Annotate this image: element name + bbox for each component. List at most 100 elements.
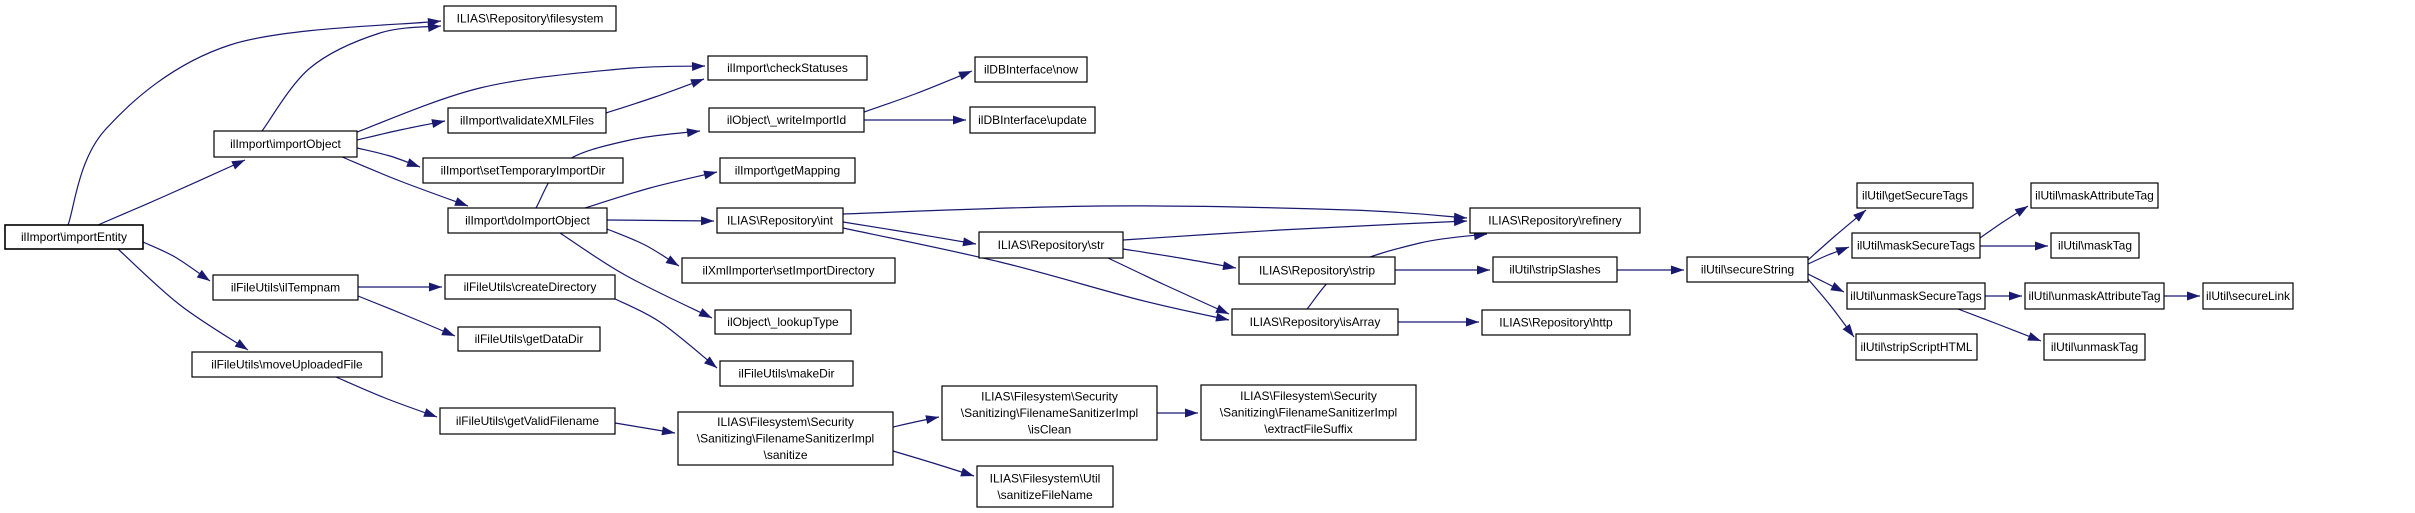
node-get-data-dir[interactable]: ilFileUtils\getDataDir — [457, 326, 601, 352]
node-write-import-id[interactable]: ilObject\_writeImportId — [708, 107, 865, 133]
node-validate-xml-files[interactable]: ilImport\validateXMLFiles — [447, 107, 607, 134]
arrowhead-icon — [406, 158, 420, 167]
arrowhead-icon — [691, 61, 705, 71]
node-box-filename-sanitizer-is-clean[interactable] — [941, 385, 1158, 441]
node-box-get-valid-filename[interactable] — [439, 407, 616, 435]
node-box-filename-sanitizer-sanitize[interactable] — [677, 411, 894, 466]
node-label-line: ilDBInterface\now — [984, 63, 1078, 77]
node-move-uploaded-file[interactable]: ilFileUtils\moveUploadedFile — [191, 351, 383, 378]
node-repository-refinery[interactable]: ILIAS\Repository\refinery — [1469, 207, 1641, 234]
edge-get-valid-filename-filename-sanitizer-sanitize — [614, 422, 676, 436]
node-repository-http[interactable]: ILIAS\Repository\http — [1481, 309, 1631, 336]
node-filename-sanitizer-sanitize[interactable]: ILIAS\Filesystem\Security\Sanitizing\Fil… — [677, 411, 894, 466]
node-db-update[interactable]: ilDBInterface\update — [969, 106, 1096, 134]
node-box-repository-is-array[interactable] — [1231, 308, 1399, 336]
node-box-validate-xml-files[interactable] — [447, 107, 607, 134]
node-label-line: ilImport\checkStatuses — [727, 61, 848, 75]
node-label-line: ILIAS\Repository\isArray — [1250, 315, 1381, 329]
arrowhead-icon — [953, 115, 966, 125]
node-box-unmask-attribute-tag[interactable] — [2024, 282, 2165, 310]
node-get-secure-tags[interactable]: ilUtil\getSecureTags — [1856, 182, 1974, 209]
node-box-do-import-object[interactable] — [447, 207, 608, 234]
node-mask-secure-tags[interactable]: ilUtil\maskSecureTags — [1851, 232, 1981, 259]
node-extract-file-suffix[interactable]: ILIAS\Filesystem\Security\Sanitizing\Fil… — [1200, 384, 1417, 441]
node-box-get-mapping[interactable] — [719, 157, 856, 184]
node-box-repository-str[interactable] — [978, 231, 1124, 259]
arrowhead-icon — [1830, 282, 1844, 292]
node-repository-filesystem[interactable]: ILIAS\Repository\filesystem — [443, 5, 617, 32]
node-mask-attribute-tag[interactable]: ilUtil\maskAttributeTag — [2030, 182, 2159, 209]
node-box-secure-string[interactable] — [1686, 256, 1809, 283]
node-label-do-import-object: ilImport\doImportObject — [465, 214, 590, 228]
node-box-move-uploaded-file[interactable] — [191, 351, 383, 378]
node-box-write-import-id[interactable] — [708, 107, 865, 133]
node-create-directory[interactable]: ilFileUtils\createDirectory — [444, 274, 616, 300]
node-box-set-temporary-import-dir[interactable] — [422, 157, 624, 184]
node-box-strip-slashes[interactable] — [1492, 256, 1618, 283]
node-box-get-secure-tags[interactable] — [1856, 182, 1974, 209]
node-filename-sanitizer-is-clean[interactable]: ILIAS\Filesystem\Security\Sanitizing\Fil… — [941, 385, 1158, 441]
node-box-unmask-secure-tags[interactable] — [1846, 282, 1986, 310]
node-box-import-object[interactable] — [213, 130, 358, 158]
node-box-import-entity[interactable] — [4, 224, 144, 250]
node-box-check-statuses[interactable] — [707, 55, 868, 81]
node-box-unmask-tag[interactable] — [2043, 333, 2146, 361]
node-repository-int[interactable]: ILIAS\Repository\int — [716, 207, 844, 234]
node-get-valid-filename[interactable]: ilFileUtils\getValidFilename — [439, 407, 616, 435]
node-set-import-directory[interactable]: ilXmlImporter\setImportDirectory — [681, 257, 896, 284]
node-db-now[interactable]: ilDBInterface\now — [974, 56, 1088, 83]
node-box-strip-script-html[interactable] — [1855, 333, 1978, 361]
node-get-mapping[interactable]: ilImport\getMapping — [719, 157, 856, 184]
node-import-entity[interactable]: ilImport\importEntity — [4, 224, 144, 250]
node-box-db-now[interactable] — [974, 56, 1088, 83]
node-box-repository-filesystem[interactable] — [443, 5, 617, 32]
node-label-import-object: ilImport\importObject — [230, 137, 341, 151]
node-box-il-tempnam[interactable] — [212, 274, 359, 301]
node-unmask-secure-tags[interactable]: ilUtil\unmaskSecureTags — [1846, 282, 1986, 310]
edge-import-object-validate-xml-files — [356, 119, 446, 141]
node-box-mask-attribute-tag[interactable] — [2030, 182, 2159, 209]
node-label-il-tempnam: ilFileUtils\ilTempnam — [231, 281, 340, 295]
edge-unmask-attribute-tag-secure-link — [2164, 291, 2200, 301]
node-box-make-dir[interactable] — [719, 360, 854, 387]
node-box-mask-tag[interactable] — [2050, 232, 2140, 259]
node-secure-string[interactable]: ilUtil\secureString — [1686, 256, 1809, 283]
node-box-util-sanitize-file-name[interactable] — [976, 465, 1114, 508]
node-box-set-import-directory[interactable] — [681, 257, 896, 284]
node-repository-is-array[interactable]: ILIAS\Repository\isArray — [1231, 308, 1399, 336]
node-label-line: ilXmlImporter\setImportDirectory — [702, 264, 874, 278]
node-secure-link[interactable]: ilUtil\secureLink — [2202, 282, 2294, 310]
node-unmask-tag[interactable]: ilUtil\unmaskTag — [2043, 333, 2146, 361]
node-box-secure-link[interactable] — [2202, 282, 2294, 310]
node-unmask-attribute-tag[interactable]: ilUtil\unmaskAttributeTag — [2024, 282, 2165, 310]
edge-repository-strip-strip-slashes — [1395, 265, 1490, 275]
node-il-tempnam[interactable]: ilFileUtils\ilTempnam — [212, 274, 359, 301]
node-do-import-object[interactable]: ilImport\doImportObject — [447, 207, 608, 234]
node-import-object[interactable]: ilImport\importObject — [213, 130, 358, 158]
edge-il-tempnam-get-data-dir — [357, 295, 456, 337]
node-set-temporary-import-dir[interactable]: ilImport\setTemporaryImportDir — [422, 157, 624, 184]
node-box-get-data-dir[interactable] — [457, 326, 601, 352]
node-box-mask-secure-tags[interactable] — [1851, 232, 1981, 259]
node-make-dir[interactable]: ilFileUtils\makeDir — [719, 360, 854, 387]
node-box-lookup-type[interactable] — [714, 309, 852, 335]
node-strip-script-html[interactable]: ilUtil\stripScriptHTML — [1855, 333, 1978, 361]
node-util-sanitize-file-name[interactable]: ILIAS\Filesystem\Util\sanitizeFileName — [976, 465, 1114, 508]
node-box-repository-int[interactable] — [716, 207, 844, 234]
node-box-repository-strip[interactable] — [1238, 256, 1396, 285]
node-box-extract-file-suffix[interactable] — [1200, 384, 1417, 441]
node-box-db-update[interactable] — [969, 106, 1096, 134]
node-box-repository-http[interactable] — [1481, 309, 1631, 336]
arrowhead-icon — [1671, 265, 1684, 275]
node-repository-str[interactable]: ILIAS\Repository\str — [978, 231, 1124, 259]
node-repository-strip[interactable]: ILIAS\Repository\strip — [1238, 256, 1396, 285]
node-strip-slashes[interactable]: ilUtil\stripSlashes — [1492, 256, 1618, 283]
node-lookup-type[interactable]: ilObject\_lookupType — [714, 309, 852, 335]
node-mask-tag[interactable]: ilUtil\maskTag — [2050, 232, 2140, 259]
arrowhead-icon — [2035, 241, 2048, 251]
node-box-create-directory[interactable] — [444, 274, 616, 300]
node-box-repository-refinery[interactable] — [1469, 207, 1641, 234]
node-label-line: ilUtil\stripSlashes — [1509, 263, 1600, 277]
node-check-statuses[interactable]: ilImport\checkStatuses — [707, 55, 868, 81]
node-label-unmask-tag: ilUtil\unmaskTag — [2051, 340, 2138, 354]
